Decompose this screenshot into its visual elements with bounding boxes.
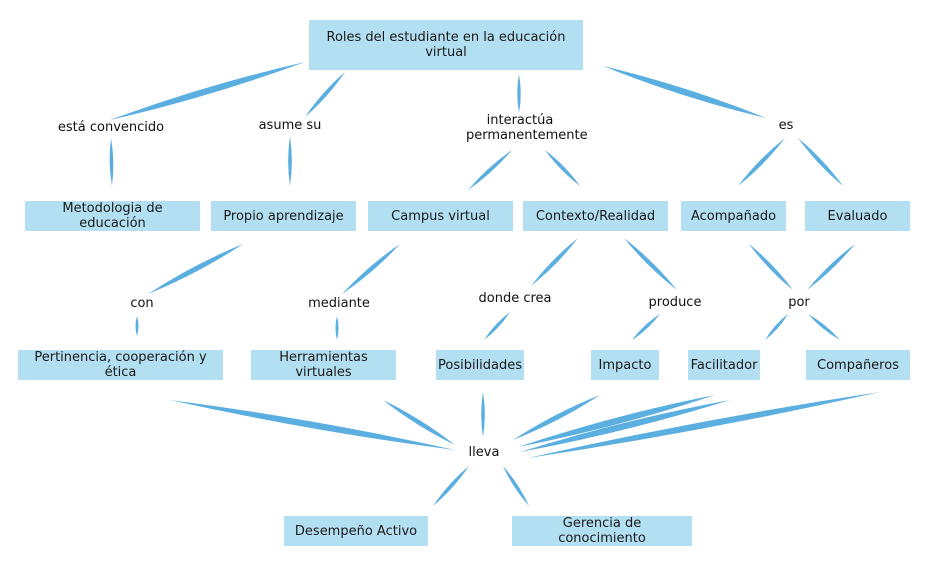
connector-evaluado-to-por: [807, 244, 855, 290]
connector-facilitador-to-lleva-2: [520, 400, 730, 452]
link-label-esta-convencido: está convencido: [56, 120, 166, 135]
node-desempeno-activo[interactable]: Desempeño Activo: [284, 516, 428, 546]
link-label-con: con: [124, 296, 160, 311]
node-contexto-realidad[interactable]: Contexto/Realidad: [523, 201, 668, 231]
connector-companeros-to-lleva: [528, 392, 880, 458]
connector-produce-to-impacto: [632, 314, 660, 340]
connector-por-to-companeros: [808, 314, 840, 340]
node-pertinencia[interactable]: Pertinencia, cooperación y ética: [18, 350, 223, 380]
node-facilitador[interactable]: Facilitador: [688, 350, 760, 380]
connector-donde-crea-to-posibilidades: [484, 312, 510, 340]
node-evaluado[interactable]: Evaluado: [805, 201, 910, 231]
connector-acompanado-to-por: [749, 244, 793, 290]
node-metodologia[interactable]: Metodologia de educación: [25, 201, 200, 231]
link-label-donde-crea: donde crea: [476, 291, 554, 306]
link-label-asume-su: asume su: [250, 118, 330, 133]
connector-lleva-to-desempeno: [433, 466, 469, 506]
link-label-interactua: interactúa permanentemente: [466, 113, 588, 143]
node-root[interactable]: Roles del estudiante en la educación vir…: [309, 20, 583, 70]
connector-root-to-asume-su: [305, 72, 345, 117]
link-label-mediante: mediante: [306, 296, 372, 311]
connector-propio-to-con: [148, 244, 243, 294]
connector-root-to-esta-convencido: [110, 62, 305, 120]
connector-contexto-to-donde-crea: [531, 238, 578, 286]
connector-interactua-to-contexto: [545, 150, 580, 186]
connector-interactua-to-campus: [468, 150, 512, 190]
connector-herramientas-to-lleva: [383, 400, 455, 445]
link-label-por: por: [784, 295, 814, 310]
node-gerencia-conocimiento[interactable]: Gerencia de conocimiento: [512, 516, 692, 546]
connector-pertinencia-to-lleva: [170, 400, 455, 450]
connector-por-to-facilitador: [765, 314, 788, 340]
connector-contexto-to-produce: [624, 238, 677, 290]
node-companeros[interactable]: Compañeros: [806, 350, 910, 380]
connector-facilitador-to-lleva: [518, 395, 715, 447]
node-herramientas-virtuales[interactable]: Herramientas virtuales: [251, 350, 396, 380]
connector-root-to-interactua: [517, 74, 521, 113]
connector-esta-convencido-to-metodologia: [109, 138, 114, 186]
connector-impacto-to-lleva: [513, 395, 600, 440]
node-impacto[interactable]: Impacto: [591, 350, 659, 380]
connector-posibilidades-to-lleva: [481, 392, 485, 437]
connector-mediante-to-herramientas: [335, 316, 339, 340]
link-label-produce: produce: [646, 295, 704, 310]
connector-con-to-pertinencia: [135, 316, 139, 336]
link-label-lleva: lleva: [463, 445, 505, 460]
link-label-es: es: [774, 118, 798, 133]
node-propio-aprendizaje[interactable]: Propio aprendizaje: [211, 201, 356, 231]
connector-es-to-acompanado: [738, 138, 785, 186]
connector-es-to-evaluado: [798, 138, 843, 186]
connector-campus-to-mediante: [342, 244, 400, 294]
node-acompanado[interactable]: Acompañado: [681, 201, 786, 231]
connector-lleva-to-gerencia: [503, 466, 529, 506]
node-posibilidades[interactable]: Posibilidades: [436, 350, 524, 380]
connector-asume-su-to-propio: [288, 136, 292, 186]
connector-root-to-es: [603, 66, 766, 118]
node-campus-virtual[interactable]: Campus virtual: [368, 201, 513, 231]
